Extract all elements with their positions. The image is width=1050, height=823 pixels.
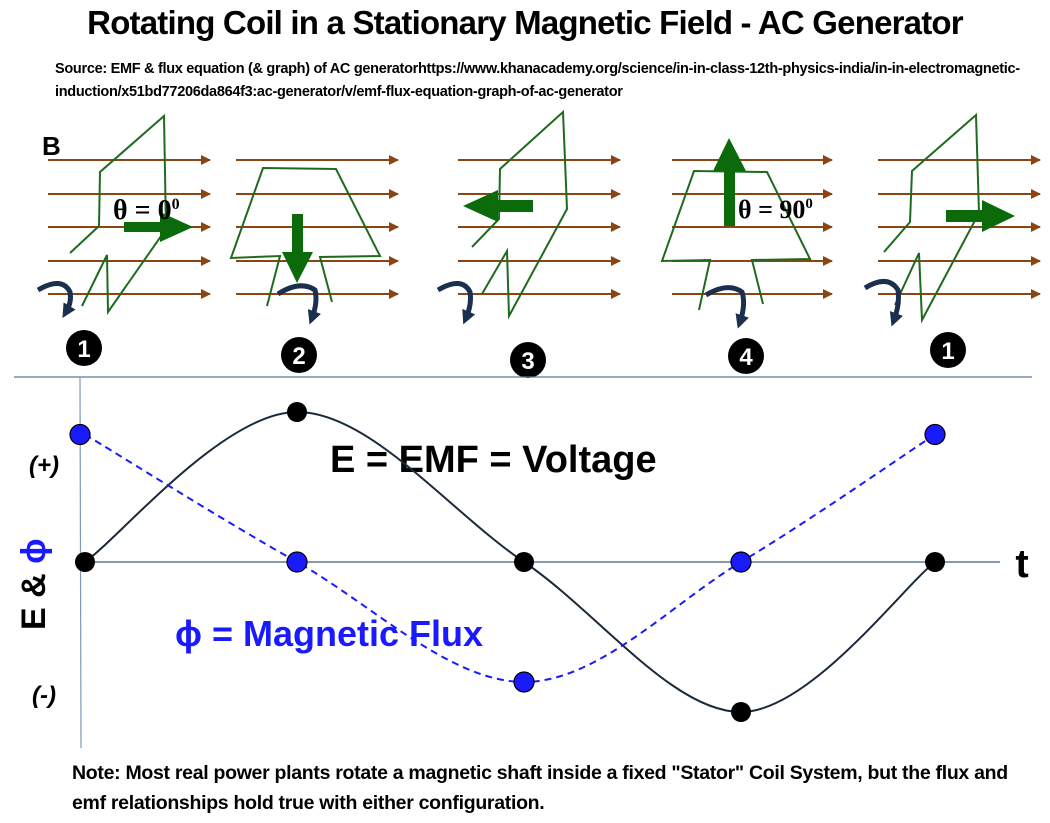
rotation-arrow-icon	[704, 285, 749, 329]
emf-point	[514, 552, 534, 572]
negative-label: (-)	[32, 682, 56, 709]
y-axis-label: E & ϕ	[15, 538, 53, 630]
emf-point	[731, 702, 751, 722]
step-badge-4	[728, 338, 764, 374]
field-lines	[236, 155, 399, 299]
normal-arrow-up	[713, 138, 746, 226]
step-number: 4	[739, 344, 753, 371]
rotation-arrow-icon	[863, 279, 904, 327]
emf-flux-graph: t (+) (-) E & ϕ E = EMF = Voltage ϕ = Ma…	[14, 376, 1032, 749]
normal-arrow-left	[463, 190, 533, 222]
emf-point	[75, 552, 95, 572]
magnetic-field-label: B	[42, 131, 61, 161]
step-badge-2	[281, 337, 317, 373]
footnote: Note: Most real power plants rotate a ma…	[72, 762, 1008, 814]
flux-point	[286, 551, 308, 573]
rotation-arrow-icon	[276, 283, 322, 325]
step-number: 3	[521, 348, 534, 375]
step-number: 1	[941, 338, 954, 365]
normal-arrow-right	[946, 200, 1015, 232]
flux-point	[513, 671, 535, 693]
page-title: Rotating Coil in a Stationary Magnetic F…	[87, 4, 963, 41]
step-badge-1	[930, 332, 966, 368]
rotation-arrow-icon	[36, 281, 76, 319]
emf-points	[75, 402, 945, 722]
coil-panel-3: 3	[436, 109, 621, 378]
flux-point	[730, 551, 752, 573]
rotation-arrow-icon	[436, 281, 476, 325]
flux-point	[69, 423, 91, 446]
coil	[229, 166, 382, 307]
normal-arrow-right	[124, 212, 193, 242]
coil	[69, 113, 168, 316]
step-number: 2	[292, 343, 305, 370]
flux-point	[924, 423, 946, 446]
field-lines	[878, 155, 1041, 299]
flux-label: ϕ = Magnetic Flux	[175, 613, 483, 654]
angle-label-0: θ = 00	[113, 195, 180, 226]
coil	[883, 112, 981, 324]
positive-label: (+)	[29, 452, 59, 479]
coil-panel-2: 2	[229, 155, 399, 373]
step-badge-3	[510, 342, 546, 378]
step-number: 1	[77, 336, 90, 363]
emf-label: E = EMF = Voltage	[330, 439, 657, 481]
source-citation: Source: EMF & flux equation (& graph) of…	[55, 61, 1020, 100]
step-badge-1	[66, 330, 102, 366]
field-lines	[672, 155, 833, 299]
normal-arrow-down	[282, 214, 313, 283]
coil-panel-1: θ = 00 1	[36, 113, 211, 366]
coil-panel-5: 1	[863, 112, 1041, 368]
flux-points	[69, 423, 946, 693]
angle-label-90: θ = 900	[738, 195, 813, 224]
emf-point	[287, 402, 307, 422]
emf-point	[925, 552, 945, 572]
field-lines	[458, 155, 621, 299]
x-axis-label: t	[1015, 542, 1028, 586]
coil-panel-4: θ = 900 4	[660, 138, 833, 374]
